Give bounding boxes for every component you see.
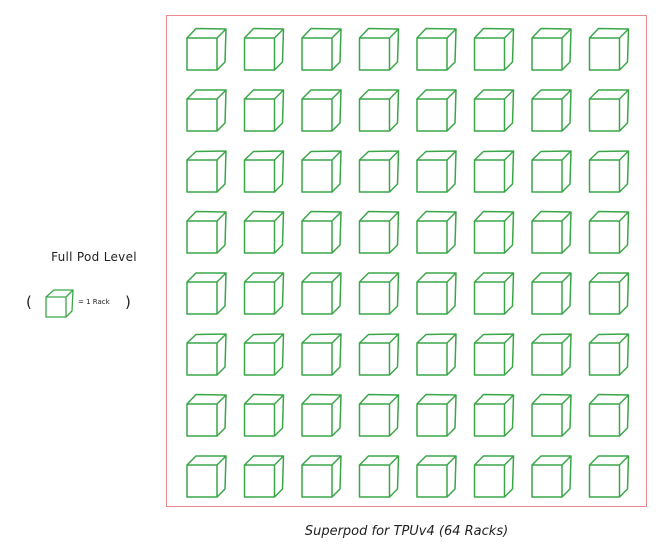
rack-cube-2 bbox=[243, 27, 285, 71]
rack-cube-27 bbox=[301, 210, 342, 254]
legend-unit-text: = 1 Rack bbox=[78, 298, 110, 306]
rack-cube-9 bbox=[186, 89, 227, 132]
rack-cube-43 bbox=[301, 333, 342, 376]
rack-cube-38 bbox=[473, 272, 515, 315]
rack-cube-44 bbox=[358, 333, 400, 376]
rack-cube-3 bbox=[301, 27, 342, 71]
superpod-frame bbox=[166, 15, 647, 507]
rack-cube-37 bbox=[416, 272, 457, 315]
rack-cube-12 bbox=[358, 89, 400, 132]
rack-cube-20 bbox=[358, 150, 400, 193]
rack-cube-4 bbox=[358, 27, 400, 71]
rack-cube-57 bbox=[186, 455, 227, 498]
rack-cube-62 bbox=[473, 455, 515, 498]
rack-cube-28 bbox=[358, 210, 400, 254]
rack-cube-58 bbox=[243, 455, 285, 498]
rack-cube-42 bbox=[243, 333, 285, 376]
rack-cube-46 bbox=[473, 333, 515, 376]
rack-cube-47 bbox=[531, 333, 572, 376]
rack-cube-59 bbox=[301, 455, 342, 498]
rack-cube-61 bbox=[416, 455, 457, 498]
rack-cube-51 bbox=[301, 393, 342, 437]
rack-cube-26 bbox=[243, 210, 285, 254]
rack-cube-13 bbox=[416, 89, 457, 132]
rack-cube-22 bbox=[473, 150, 515, 193]
rack-cube-35 bbox=[301, 272, 342, 315]
legend-rack-cube-icon bbox=[45, 289, 74, 318]
rack-cube-17 bbox=[186, 150, 227, 193]
rack-cube-55 bbox=[531, 393, 572, 437]
rack-cube-40 bbox=[588, 272, 630, 315]
legend: ( = 1 Rack ) bbox=[22, 287, 162, 321]
rack-cube-7 bbox=[531, 27, 572, 71]
rack-cube-32 bbox=[588, 210, 630, 254]
rack-cube-31 bbox=[531, 210, 572, 254]
rack-cube-60 bbox=[358, 455, 400, 498]
rack-cube-21 bbox=[416, 150, 457, 193]
legend-close-paren: ) bbox=[125, 293, 131, 311]
rack-cube-29 bbox=[416, 210, 457, 254]
rack-cube-10 bbox=[243, 89, 285, 132]
rack-cube-36 bbox=[358, 272, 400, 315]
rack-cube-5 bbox=[416, 27, 457, 71]
rack-cube-49 bbox=[186, 393, 227, 437]
rack-cube-23 bbox=[531, 150, 572, 193]
rack-cube-33 bbox=[186, 272, 227, 315]
legend-title: Full Pod Level bbox=[51, 250, 137, 264]
rack-cube-63 bbox=[531, 455, 572, 498]
rack-cube-24 bbox=[588, 150, 630, 193]
rack-cube-45 bbox=[416, 333, 457, 376]
rack-cube-41 bbox=[186, 333, 227, 376]
rack-cube-1 bbox=[186, 27, 227, 71]
rack-cube-54 bbox=[473, 393, 515, 437]
rack-cube-50 bbox=[243, 393, 285, 437]
rack-grid bbox=[186, 27, 630, 498]
rack-cube-64 bbox=[588, 455, 630, 498]
rack-cube-39 bbox=[531, 272, 572, 315]
rack-cube-15 bbox=[531, 89, 572, 132]
rack-cube-6 bbox=[473, 27, 515, 71]
rack-cube-25 bbox=[186, 210, 227, 254]
rack-cube-30 bbox=[473, 210, 515, 254]
rack-cube-8 bbox=[588, 27, 630, 71]
rack-cube-19 bbox=[301, 150, 342, 193]
rack-cube-16 bbox=[588, 89, 630, 132]
rack-cube-53 bbox=[416, 393, 457, 437]
superpod-caption: Superpod for TPUv4 (64 Racks) bbox=[304, 524, 509, 539]
rack-cube-56 bbox=[588, 393, 630, 437]
rack-cube-48 bbox=[588, 333, 630, 376]
rack-cube-14 bbox=[473, 89, 515, 132]
rack-cube-11 bbox=[301, 89, 342, 132]
rack-cube-52 bbox=[358, 393, 400, 437]
rack-cube-18 bbox=[243, 150, 285, 193]
rack-cube-34 bbox=[243, 272, 285, 315]
legend-open-paren: ( bbox=[26, 293, 32, 311]
